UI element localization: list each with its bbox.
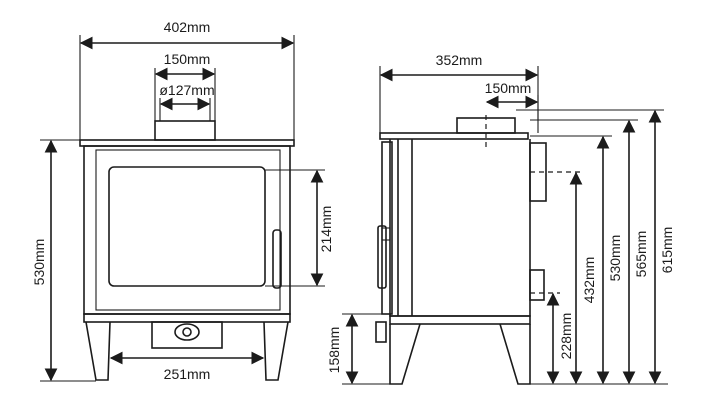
front-flue-collar: [154, 120, 216, 141]
front-air-control: [151, 321, 223, 349]
front-right-leg: [263, 321, 289, 381]
dim-leg-height-label: 158mm: [326, 327, 342, 374]
side-view: 352mm 150mm 158mm 228mm 432mm 530mm 565m…: [326, 52, 675, 385]
side-air-knob: [375, 321, 387, 343]
front-door-handle: [272, 229, 282, 289]
dim-body-height-label: 530mm: [31, 239, 47, 286]
front-top-plate: [79, 139, 295, 147]
dim-overall-width-label: 402mm: [164, 19, 211, 35]
dim-overall-depth-label: 352mm: [436, 52, 483, 68]
side-rear-leg: [499, 323, 531, 385]
dim-flue-width-label: 150mm: [485, 80, 532, 96]
dim-flue-outer-label: 150mm: [164, 51, 211, 67]
dim-glass-height-label: 214mm: [318, 206, 334, 253]
front-glass: [108, 166, 266, 287]
side-body: [389, 139, 531, 317]
dim-228-label: 228mm: [558, 313, 574, 360]
front-left-leg: [85, 321, 111, 381]
dim-615-label: 615mm: [659, 227, 675, 274]
side-door-handle: [377, 225, 387, 289]
dim-565-label: 565mm: [633, 231, 649, 278]
side-top-plate: [379, 132, 529, 140]
dim-flue-inner-label: ø127mm: [159, 82, 214, 98]
side-base: [389, 315, 531, 325]
dim-432-label: 432mm: [581, 257, 597, 304]
front-base: [83, 313, 291, 323]
front-body: [83, 145, 291, 315]
side-front-leg: [389, 323, 421, 385]
dim-530-label: 530mm: [607, 235, 623, 282]
front-view: 402mm 150mm ø127mm 530mm 214mm 251mm: [31, 19, 334, 382]
dim-base-width-label: 251mm: [164, 366, 211, 382]
side-rear-air-inlet: [529, 269, 545, 301]
